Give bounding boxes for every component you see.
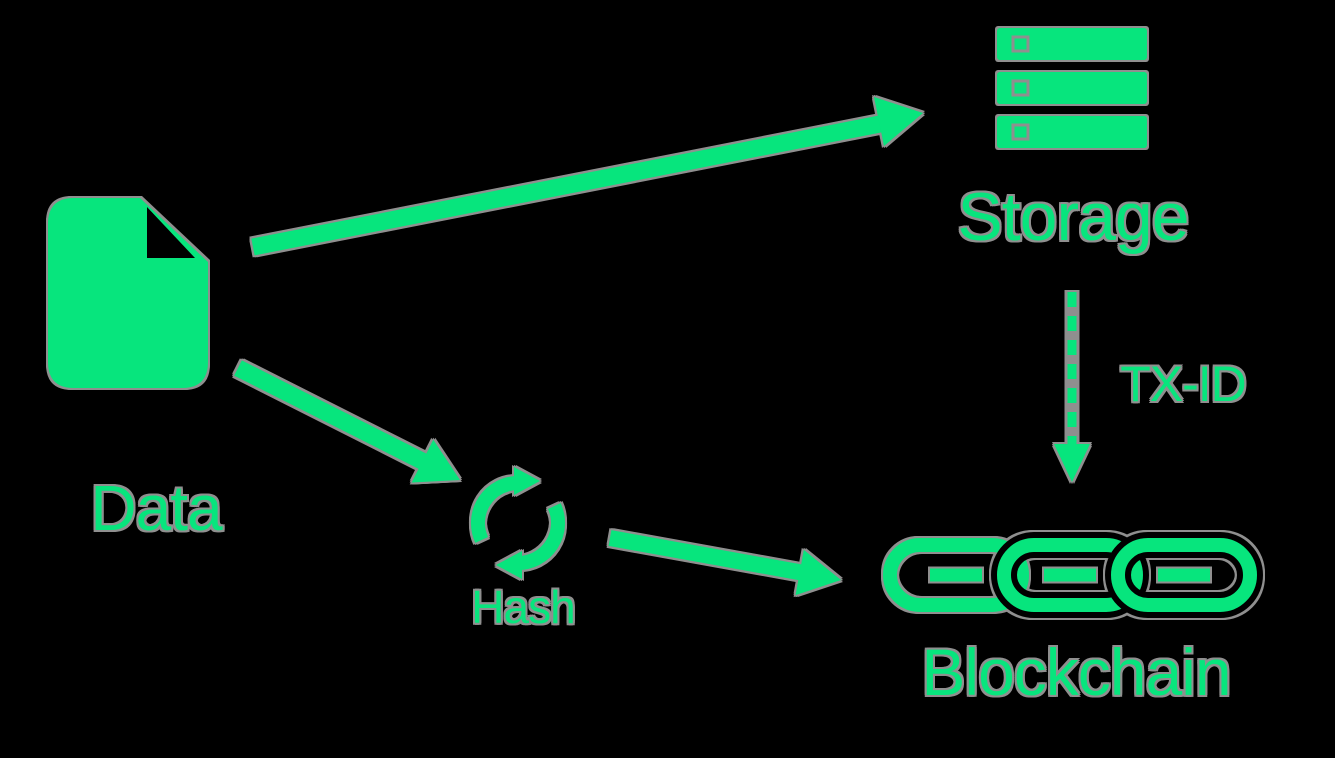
server-led-1 bbox=[1011, 35, 1030, 53]
blockchain-node-label: Blockchain bbox=[921, 635, 1231, 709]
sync-arc-right bbox=[517, 503, 565, 571]
server-bar-3 bbox=[997, 116, 1147, 148]
server-bar-2 bbox=[997, 72, 1147, 104]
data-node-label: Data bbox=[90, 472, 222, 544]
hash-node-label: Hash bbox=[471, 581, 575, 633]
arrow-head bbox=[411, 439, 460, 483]
storage-node-label: Storage bbox=[957, 179, 1189, 255]
arrow-head bbox=[795, 549, 841, 596]
txid-edge-label: TX-ID bbox=[1120, 356, 1247, 412]
server-led-2 bbox=[1011, 79, 1030, 97]
chain-links-icon bbox=[883, 532, 1263, 618]
server-stack-icon bbox=[997, 28, 1147, 148]
sync-arrowhead-bottom bbox=[496, 551, 522, 579]
sync-arrowhead-top bbox=[514, 467, 540, 495]
arrow-shaft bbox=[608, 530, 806, 581]
document-body bbox=[48, 198, 208, 388]
arrow-head bbox=[1054, 444, 1090, 482]
sync-arc-left bbox=[471, 475, 519, 543]
server-bar-1 bbox=[997, 28, 1147, 60]
arrow-hash-to-blockchain bbox=[608, 530, 841, 596]
arrow-head bbox=[874, 97, 923, 146]
document-fold-corner bbox=[147, 207, 195, 258]
document-icon bbox=[48, 198, 208, 388]
sync-arrows-icon bbox=[471, 467, 565, 579]
arrow-data-to-storage bbox=[251, 97, 923, 256]
arrow-storage-to-blockchain-dashed bbox=[1054, 292, 1090, 482]
arrow-data-to-hash bbox=[234, 360, 460, 483]
arrow-shaft bbox=[251, 114, 887, 256]
chain-link-2 bbox=[991, 532, 1149, 618]
chain-link-3 bbox=[1105, 532, 1263, 618]
arrow-shaft bbox=[234, 360, 430, 471]
chain-link-1 bbox=[883, 538, 1029, 612]
server-led-3 bbox=[1011, 123, 1030, 141]
